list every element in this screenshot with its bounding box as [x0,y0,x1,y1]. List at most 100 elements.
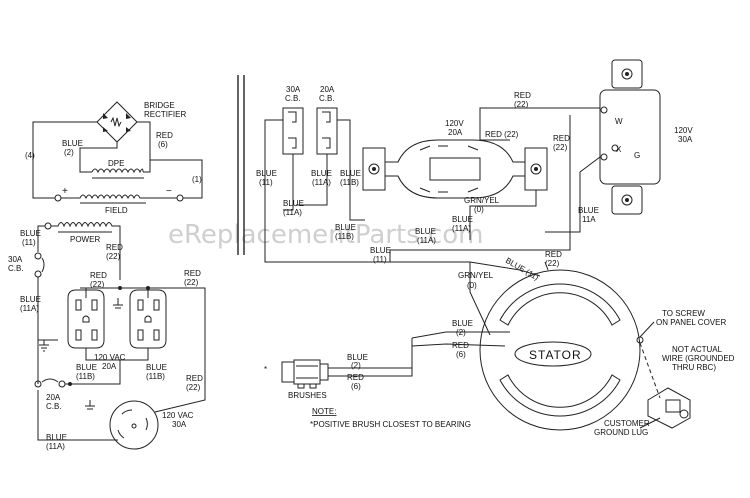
ground-symbol-1 [39,340,49,352]
red-6-brush-label-1: RED [347,373,364,382]
wire-4 [32,121,97,199]
blue-11a-d-label-1: BLUE [452,215,473,224]
cb-20a-right-label-1: 20A [320,85,335,94]
wire-blue-11-left [37,225,45,252]
customer-ground-lug-label-1: CUSTOMER [604,419,650,428]
receptacle-120vac-20a [67,289,167,349]
blue-11a-label-2: (11A) [20,304,39,313]
blue-2-label-1: BLUE [62,139,83,148]
cb-20a-term-1 [34,380,42,388]
vac-30a-label-2: 30A [172,420,187,429]
ground-path-dashed [639,342,661,399]
wire-red-6 [137,121,151,173]
cb-30a-left-label-2: C.B. [8,264,24,273]
wire-red-to-stator [544,261,549,271]
circuit-breaker-30a-left: 30A C.B. [8,252,45,278]
red-22-bus-label-2: (22) [545,259,560,268]
cb-30a-left-label-1: 30A [8,255,23,264]
x-terminal-label: X [616,145,622,154]
wire-blue-11-right [264,119,470,263]
wire-blue-11a-right [283,154,294,211]
cb-20a-arm [41,378,59,383]
wire-1-label: (1) [192,175,202,184]
blue-2-right-label-1: BLUE [452,319,473,328]
blue-11a-c-label-1: BLUE [415,227,436,236]
blue-11b-right-label-2: (11B) [146,372,165,381]
field-plus-label: + [62,186,68,197]
panel-divider [237,75,245,255]
v120-20a-label-1: 120V [445,119,464,128]
not-actual-label-2: WIRE (GROUNDED [662,354,735,363]
red-22-c-label-2: (22) [184,278,199,287]
red-22-b-label-1: RED [90,271,107,280]
blue-2-brush-label-2: (2) [351,361,361,370]
grn-yel-top-label-2: (0) [474,205,484,214]
bridge-rectifier-label-1: BRIDGE [144,101,175,110]
cb-20a-left-label-1: 20A [46,393,61,402]
to-screw-label-2: ON PANEL COVER [656,318,726,327]
grn-yel-label-1: GRN/YEL [458,271,494,280]
circuit-breaker-20a-right: 20A C.B. [316,85,338,155]
blue-11a-c-label-2: (11A) [417,236,436,245]
vac-30a-label-1: 120 VAC [162,411,194,420]
not-actual-label-3: THRU RBC) [672,363,716,372]
brushes: * BRUSHES [264,359,329,400]
wire-blue-11a-bottom [37,390,118,441]
blue-11a-mid-label-2: (11A) [312,178,331,187]
watermark: eReplacementParts.com [168,220,484,250]
v120-20a-label-2: 20A [448,128,463,137]
cb-20a-right-label-2: C.B. [319,94,335,103]
blue-11a-right-label-1: BLUE [283,199,304,208]
wire-blue-11b-right [337,119,365,221]
red-6-brush-label-2: (6) [351,382,361,391]
blue-11-arc-label: BLUE (11) [504,256,541,282]
power-coil: POWER [44,222,121,280]
blue-11-r-label-2: 11A [582,215,596,224]
cb-30a-right-label-1: 30A [286,85,301,94]
wire-blue-11b-bridge [85,348,149,361]
field-coil: + − FIELD [54,186,184,215]
blue-11b-m-label-2: (11B) [335,232,354,241]
customer-ground-lug-label-2: GROUND LUG [594,428,648,437]
grn-yel-label-2: (0) [467,281,477,290]
stator: STATOR [479,269,641,431]
leader-to-screw [639,321,655,338]
red-22-top-label-1: RED [514,91,531,100]
red-22-right-label-1: RED [553,134,570,143]
brushes-label: BRUSHES [288,391,327,400]
cb-20a-left-label-2: C.B. [46,402,62,411]
brush-star: * [264,365,267,374]
blue-11-right-label-1: BLUE [256,169,277,178]
wire-red-6-brush [328,346,413,377]
cb-20a-term-2 [58,380,66,388]
blue-11b-label-1: BLUE [340,169,361,178]
red-22-rec-label: RED (22) [485,130,519,139]
wire-blue-2-brush [328,338,413,369]
wire-blue-11a-mid [296,154,328,206]
blue-11b-right-label-1: BLUE [146,363,167,372]
wire-blue-2 [79,142,118,173]
blue-2-right-label-2: (2) [456,328,466,337]
blue-11-bus-label-1: BLUE [370,246,391,255]
vac-20a-label-2: 20A [102,362,117,371]
blue-11a-bottom-label-2: (11A) [46,442,65,451]
wire-1 [149,159,203,199]
blue-11-label-1: BLUE [20,229,41,238]
red-22-bus-label-1: RED [545,250,562,259]
v120-30a-label-2: 30A [678,135,693,144]
red-22-a-label-1: RED [106,243,123,252]
blue-11-r-label-1: BLUE [578,206,599,215]
receptacle-120v-30a-right: W X G 120V 30A [599,59,693,215]
blue-11a-d-label-2: (11A) [452,224,471,233]
wire-grn-yel-top [469,190,537,240]
red-22-d-label-1: RED [186,374,203,383]
blue-11a-mid-label-1: BLUE [311,169,332,178]
wire-red-6-to-stator [411,343,506,347]
not-actual-label-1: NOT ACTUAL [672,345,723,354]
wire-blue-11-right-rec [545,156,601,233]
blue-11b-left-label-2: (11B) [76,372,95,381]
red-22-top-label-2: (22) [514,100,529,109]
field-label: FIELD [105,206,128,215]
